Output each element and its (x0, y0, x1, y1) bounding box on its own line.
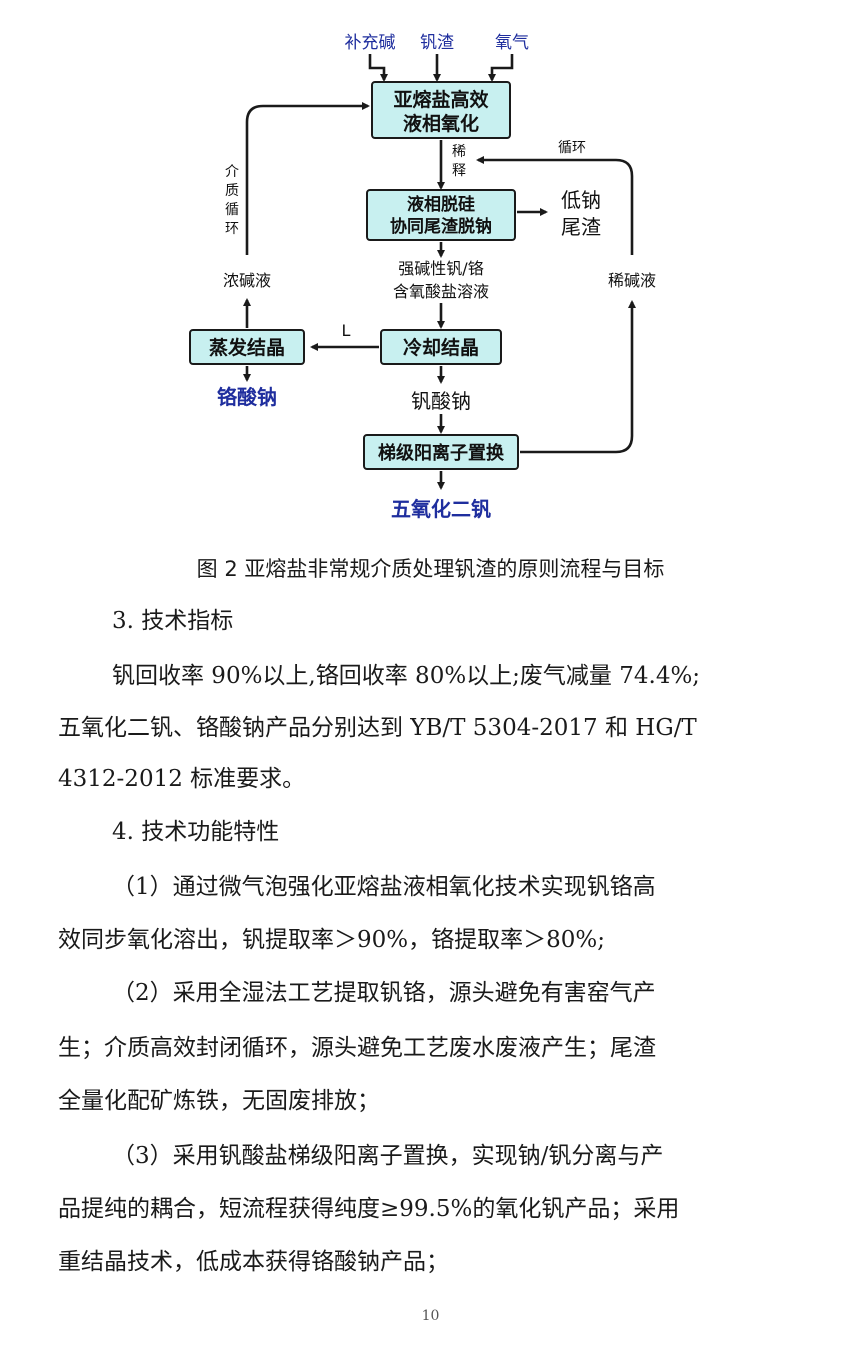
label-medium-4: 环 (225, 221, 239, 237)
feature-3-line-3: 重结晶技术，低成本获得铬酸钠产品； (58, 1249, 449, 1275)
box-cation-exchange-label: 梯级阳离子置换 (378, 442, 505, 464)
arrow-conc-alkali-return (245, 102, 370, 255)
process-flow-diagram: 补充碱 钒渣 氧气 亚熔盐高效 液相氧化 稀 释 循环 液相脱硅 协同尾渣脱钠 … (189, 33, 656, 521)
arrow-oxygen-in (488, 54, 514, 82)
feature-2-line-2: 生；介质高效封闭循环，源头避免工艺废水废液产生；尾渣 (58, 1035, 656, 1061)
box-liquid-oxidation (371, 81, 511, 139)
indicators-line-2: 五氧化二钒、铬酸钠产品分别达到 YB/T 5304-2017 和 HG/T (58, 715, 697, 741)
label-medium-3: 循 (225, 202, 239, 218)
feature-1-line-1: （1）通过微气泡强化亚熔盐液相氧化技术实现钒铬高 (112, 874, 656, 900)
low-sodium-tail-line2: 尾渣 (561, 215, 601, 239)
arrow-dilute-alkali-return (476, 156, 634, 255)
heading-tech-features: 4. 技术功能特性 (112, 819, 280, 845)
arrow-alkali-in (368, 54, 388, 82)
feature-3-line-2: 品提纯的耦合，短流程获得纯度≥99.5%的氧化钒产品；采用 (58, 1196, 680, 1222)
label-dilute-alkali: 稀碱液 (608, 271, 656, 290)
feature-2-line-3: 全量化配矿炼铁，无固废排放； (58, 1088, 380, 1114)
label-conc-alkali: 浓碱液 (223, 271, 271, 290)
low-sodium-tail-line1: 低钠 (561, 188, 601, 212)
box-liquid-oxidation-line2: 液相氧化 (403, 112, 479, 135)
box-desilication-line2: 协同尾渣脱钠 (390, 216, 492, 237)
feature-2-line-1: （2）采用全湿法工艺提取钒铬，源头避免有害窑气产 (112, 980, 656, 1006)
indicators-line-1: 钒回收率 90%以上,铬回收率 80%以上;废气减量 74.4%; (112, 663, 701, 689)
box-evaporation-crystallization-label: 蒸发结晶 (209, 336, 285, 359)
arrow-cation-to-dilute (520, 300, 636, 454)
box-liquid-oxidation-line1: 亚熔盐高效 (393, 88, 488, 111)
box-desilication (366, 189, 516, 241)
box-cation-exchange (363, 434, 519, 470)
box-desilication-line1: 液相脱硅 (407, 194, 475, 215)
label-cycle: 循环 (558, 140, 586, 156)
product-v2o5: 五氧化二钒 (391, 497, 491, 521)
label-strong-alkali-1: 强碱性钒/铬 (398, 259, 483, 278)
indicators-line-3: 4312-2012 标准要求。 (58, 766, 306, 792)
box-cooling-crystallization (380, 329, 502, 365)
label-dilute-2: 释 (452, 163, 466, 179)
label-strong-alkali-2: 含氧酸盐溶液 (393, 282, 489, 301)
box-evaporation-crystallization (189, 329, 305, 365)
product-sodium-vanadate: 钒酸钠 (411, 389, 471, 413)
box-cooling-crystallization-label: 冷却结晶 (403, 336, 479, 359)
label-medium-2: 质 (225, 183, 239, 199)
product-sodium-chromate: 铬酸钠 (217, 385, 277, 409)
input-vanadium-slag: 钒渣 (420, 33, 454, 53)
heading-tech-indicators: 3. 技术指标 (112, 608, 234, 634)
input-oxygen: 氧气 (495, 33, 529, 53)
feature-1-line-2: 效同步氧化溶出，钒提取率＞90%，铬提取率＞80%; (58, 927, 605, 953)
label-dilute-1: 稀 (452, 144, 466, 160)
label-L: L (342, 321, 351, 340)
label-medium-1: 介 (225, 164, 239, 180)
input-supplementary-alkali: 补充碱 (345, 33, 396, 53)
page-number: 10 (421, 1308, 440, 1324)
feature-3-line-1: （3）采用钒酸盐梯级阳离子置换，实现钠/钒分离与产 (112, 1143, 664, 1169)
figure-caption: 图 2 亚熔盐非常规介质处理钒渣的原则流程与目标 (196, 557, 665, 581)
